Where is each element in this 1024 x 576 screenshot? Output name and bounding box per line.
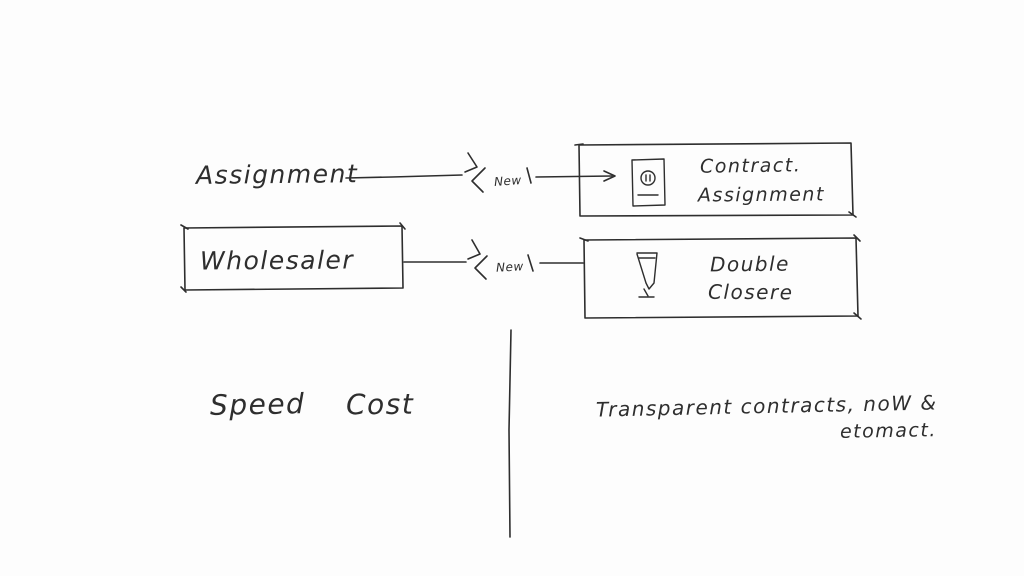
wholesaler-label: Wholesaler xyxy=(199,245,355,276)
vertical-divider xyxy=(508,329,512,538)
cost-label: Cost xyxy=(345,387,415,422)
arrow2-note: New xyxy=(495,259,525,275)
double-box-line2: Closere xyxy=(707,279,794,305)
document-icon xyxy=(631,158,666,207)
contract-box-line2: Assignment xyxy=(697,183,825,207)
contract-assignment-box xyxy=(574,142,857,218)
glass-icon xyxy=(636,252,658,298)
double-box-line1: Double xyxy=(709,251,790,277)
arrow1-note: New xyxy=(493,173,523,189)
double-closing-box xyxy=(579,234,862,320)
arrow-wholesaler xyxy=(403,239,584,280)
speed-label: Speed xyxy=(209,387,306,422)
contract-box-line1: Contract. xyxy=(699,154,802,178)
wholesaler-box xyxy=(180,222,406,293)
bottom-note-line2: etomact. xyxy=(839,419,938,443)
arrow-assignment xyxy=(345,152,616,193)
assignment-label: Assignment xyxy=(195,159,359,190)
